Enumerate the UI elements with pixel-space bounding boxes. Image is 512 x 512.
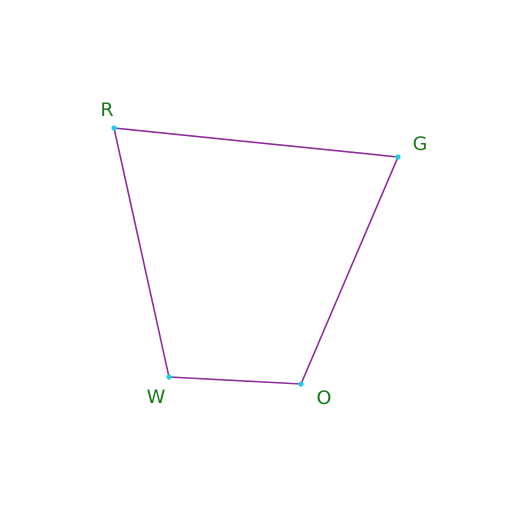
vertex-point-w xyxy=(166,374,172,380)
vertex-label-r: R xyxy=(100,99,113,121)
vertices-group xyxy=(111,125,401,387)
edge-r-g xyxy=(113,127,399,158)
vertex-label-w: W xyxy=(147,386,166,408)
edge-g-o xyxy=(300,156,399,385)
edge-o-w xyxy=(168,376,302,385)
edge-w-r xyxy=(113,127,170,378)
vertex-point-r xyxy=(111,125,117,131)
edges-group xyxy=(113,127,399,385)
vertex-label-o: O xyxy=(317,387,332,409)
vertex-label-g: G xyxy=(413,133,428,155)
vertex-point-o xyxy=(298,381,304,387)
vertex-point-g xyxy=(395,154,401,160)
labels-group: R G O W xyxy=(100,99,427,409)
